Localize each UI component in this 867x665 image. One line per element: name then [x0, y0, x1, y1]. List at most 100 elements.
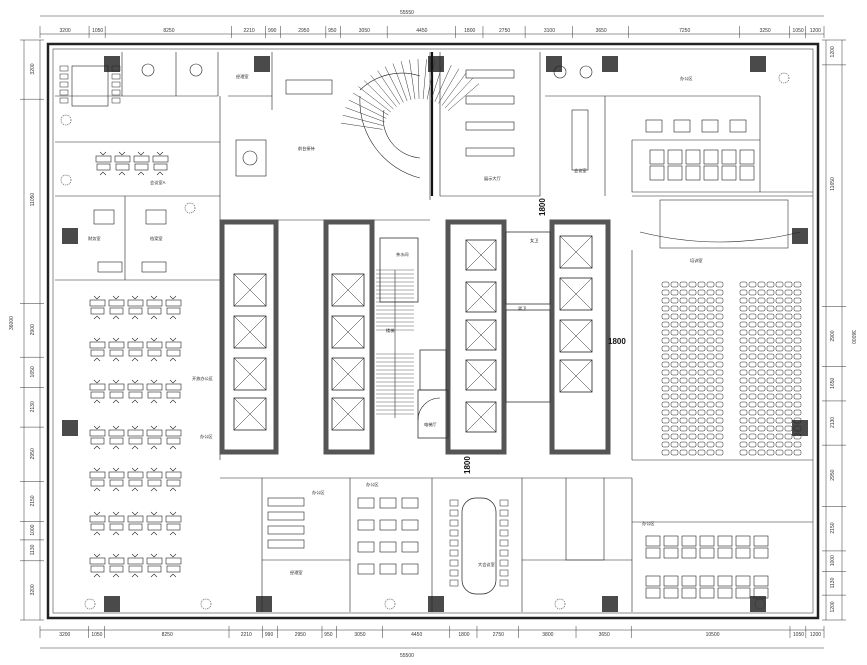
lecture-seat — [766, 377, 775, 384]
lecture-seat — [715, 305, 724, 312]
desk — [147, 523, 162, 531]
sofa — [97, 261, 123, 273]
lecture-seat — [739, 337, 748, 344]
chair — [131, 467, 139, 472]
lecture-seat — [793, 289, 802, 296]
big-meeting-table — [461, 497, 497, 595]
chair — [449, 499, 459, 507]
chair — [131, 357, 139, 362]
lecture-seat — [679, 329, 688, 336]
lecture-seat — [679, 353, 688, 360]
lecture-seat — [688, 329, 697, 336]
round-table — [553, 65, 567, 79]
lecture-seat — [697, 329, 706, 336]
desk — [753, 575, 769, 587]
desk — [108, 341, 125, 349]
elevator-car — [465, 281, 497, 313]
bottom-total-dim: 55500 — [400, 653, 414, 659]
elevator-cross — [465, 281, 497, 313]
desk — [699, 587, 715, 599]
lecture-seat — [715, 337, 724, 344]
lecture-seat — [679, 297, 688, 304]
plant — [754, 598, 766, 610]
chair — [449, 509, 459, 517]
lecture-seat — [775, 329, 784, 336]
plant — [60, 114, 72, 126]
lecture-seat — [670, 329, 679, 336]
lecture-seat — [697, 401, 706, 408]
lecture-seat — [670, 361, 679, 368]
chair — [59, 81, 69, 88]
desk — [166, 523, 181, 531]
lecture-seat — [715, 401, 724, 408]
structural-column — [792, 228, 808, 244]
lecture-seat — [670, 417, 679, 424]
lecture-seat — [775, 353, 784, 360]
desk — [739, 165, 755, 181]
chair — [112, 399, 120, 404]
lecture-seat — [688, 281, 697, 288]
lecture-seat — [679, 441, 688, 448]
desk — [146, 341, 163, 349]
desk — [667, 165, 683, 181]
lecture-seat — [715, 441, 724, 448]
lecture-seat — [793, 337, 802, 344]
interior-dimensions: 1800 1800 1800 — [463, 198, 626, 474]
lecture-seat — [661, 369, 670, 376]
lecture-seat — [793, 345, 802, 352]
desk — [128, 479, 143, 487]
desk — [145, 209, 167, 225]
display-table — [465, 95, 515, 105]
lecture-seat — [766, 345, 775, 352]
round-table — [141, 63, 155, 77]
desk — [267, 511, 305, 521]
lecture-seat — [661, 425, 670, 432]
room-label-big-meeting: 大会议室 — [478, 561, 495, 568]
desk — [127, 341, 144, 349]
lecture-seat — [784, 281, 793, 288]
chair — [93, 445, 101, 450]
lecture-seat — [670, 377, 679, 384]
chair — [169, 573, 177, 578]
chair — [112, 445, 120, 450]
elevator-car — [559, 319, 593, 353]
elevator-car — [233, 273, 267, 307]
chair — [449, 529, 459, 537]
top-segment-dim: 990 — [268, 28, 277, 34]
spiral-tread — [400, 61, 412, 100]
elevator-cross — [559, 359, 593, 393]
lecture-seat — [670, 385, 679, 392]
desk — [95, 155, 112, 163]
chair — [93, 357, 101, 362]
room-label-office-s2: 办公区 — [366, 481, 379, 488]
bottom-segment-dim: 1200 — [810, 632, 821, 638]
elevator-cross — [331, 357, 365, 391]
desk — [147, 565, 162, 573]
lecture-seat — [748, 441, 757, 448]
desk — [90, 307, 105, 315]
lecture-seat — [661, 361, 670, 368]
lecture-seat — [706, 377, 715, 384]
chair — [499, 559, 509, 567]
desk — [109, 479, 124, 487]
lecture-seat — [784, 345, 793, 352]
desk — [267, 525, 305, 535]
desk — [165, 557, 182, 565]
lecture-seat — [766, 337, 775, 344]
lecture-seat — [706, 433, 715, 440]
lecture-seat — [679, 337, 688, 344]
lecture-seat — [679, 409, 688, 416]
desk — [128, 349, 143, 357]
chair — [169, 553, 177, 558]
lecture-seat — [784, 393, 793, 400]
desk — [147, 349, 162, 357]
lecture-seat — [661, 433, 670, 440]
bottom-segment-dim: 990 — [265, 632, 274, 638]
desk — [108, 557, 125, 565]
structural-column — [104, 596, 120, 612]
lecture-seat — [784, 377, 793, 384]
desk — [667, 149, 683, 165]
lecture-seat — [697, 361, 706, 368]
desk — [128, 565, 143, 573]
